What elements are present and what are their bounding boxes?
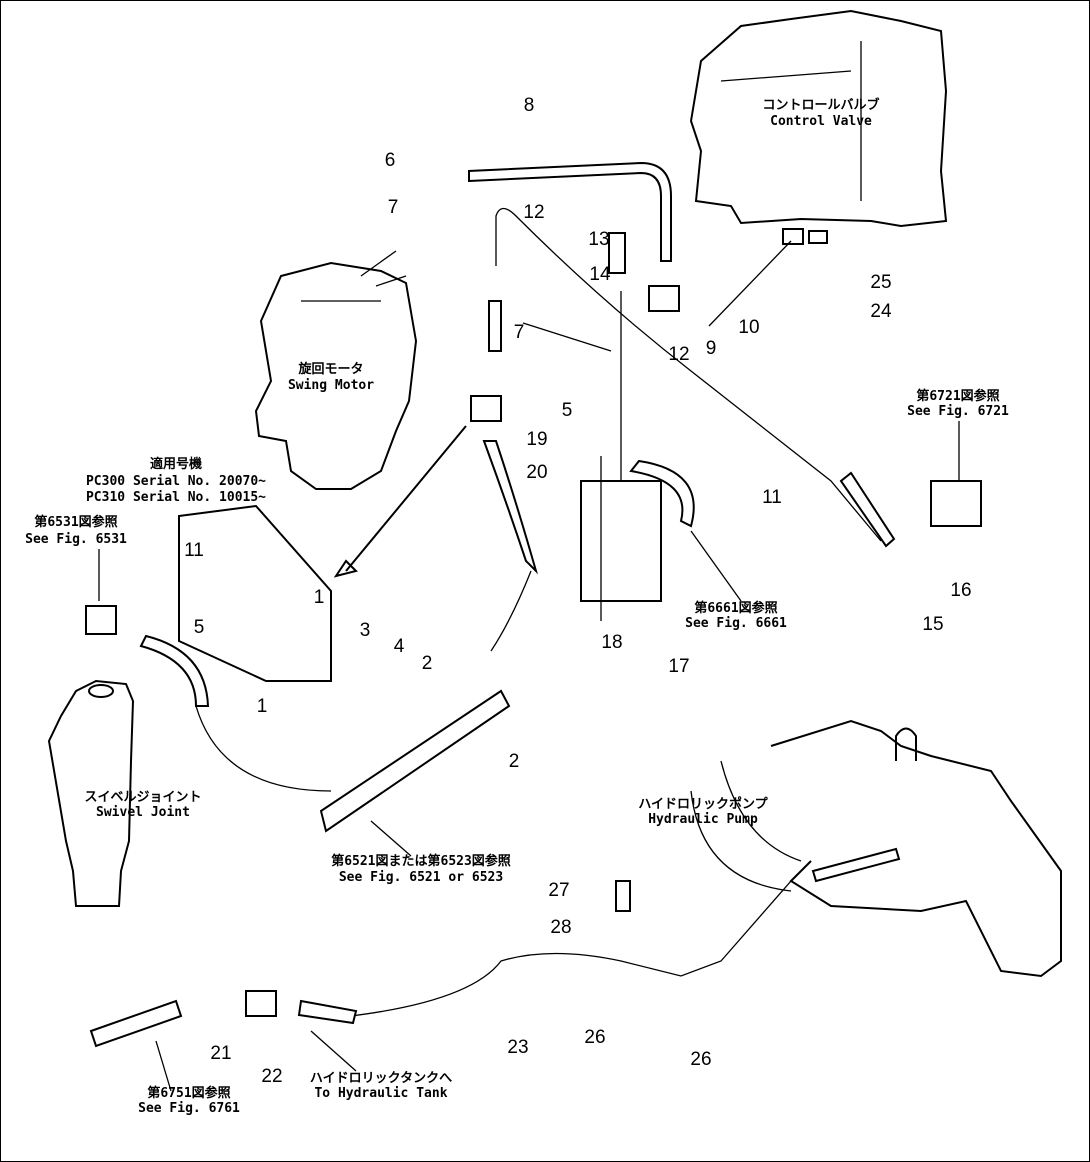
control-valve-drawing [689, 9, 948, 245]
control-valve-jp: コントロールバルブ [762, 97, 879, 113]
part-number: 1 [257, 696, 268, 717]
part-number: 17 [668, 656, 689, 677]
part-number: 4 [394, 636, 405, 657]
part-number: 8 [524, 95, 535, 116]
hydraulic-pump-label: Hydraulic Pump [648, 812, 758, 827]
part-number: 12 [668, 344, 689, 365]
swing-motor-jp: 旋回モータ [297, 361, 363, 377]
part-number: 25 [870, 272, 891, 293]
part-number: 28 [550, 917, 571, 938]
part-number: 5 [562, 400, 573, 421]
part-number: 26 [690, 1049, 711, 1070]
part-number: 27 [548, 880, 569, 901]
ref-6661: See Fig. 6661 [685, 616, 787, 631]
part-number: 11 [762, 487, 782, 508]
swing-motor-drawing [254, 250, 418, 490]
part-number: 7 [388, 197, 399, 218]
part-numbers: 8 6 7 12 13 14 25 24 10 9 7 12 5 19 20 1… [184, 95, 971, 1087]
swing-motor-label: Swing Motor [288, 378, 374, 393]
ref-6531-jp: 第6531図参照 [34, 514, 117, 530]
ref-6661-jp: 第6661図参照 [694, 600, 777, 616]
hydraulic-pump-jp: ハイドロリックポンプ [638, 796, 768, 812]
part-number: 10 [738, 317, 759, 338]
ref-6521-jp: 第6521図または第6523図参照 [331, 853, 511, 869]
ref-6721-jp: 第6721図参照 [916, 388, 999, 404]
part-number: 16 [950, 580, 971, 601]
part-number: 13 [588, 229, 609, 250]
part-number: 20 [526, 462, 547, 483]
part-number: 12 [523, 202, 544, 223]
ref-6531: See Fig. 6531 [25, 532, 127, 547]
part-number: 2 [509, 751, 520, 772]
part-number: 2 [422, 653, 433, 674]
part-number: 7 [514, 322, 525, 343]
swivel-joint-label: Swivel Joint [96, 805, 190, 820]
part-number: 9 [706, 338, 717, 359]
part-number: 14 [589, 264, 611, 285]
hoses [85, 161, 982, 1048]
part-number: 18 [601, 632, 622, 653]
part-number: 5 [194, 617, 205, 638]
ref-6521: See Fig. 6521 or 6523 [339, 870, 503, 885]
part-number: 22 [261, 1066, 282, 1087]
control-valve-label: Control Valve [770, 114, 872, 129]
part-number: 21 [210, 1043, 231, 1064]
part-number: 3 [360, 620, 371, 641]
leader-lines [98, 240, 960, 1092]
inset-arrow [333, 425, 467, 578]
part-number: 1 [314, 587, 325, 608]
part-number: 19 [526, 429, 547, 450]
applicability-line2: PC310 Serial No. 10015~ [86, 490, 266, 505]
part-number: 26 [584, 1027, 605, 1048]
inset-frame [178, 504, 332, 682]
swivel-joint-drawing [47, 679, 135, 907]
ref-6761: See Fig. 6761 [138, 1101, 240, 1116]
part-number: 6 [385, 150, 396, 171]
part-number: 23 [507, 1037, 528, 1058]
part-number: 11 [184, 540, 204, 561]
swivel-joint-jp: スイベルジョイント [84, 790, 201, 805]
applicability-title: 適用号機 [150, 456, 202, 472]
ref-6721: See Fig. 6721 [907, 404, 1009, 419]
ref-6761-jp: 第6751図参照 [147, 1085, 230, 1101]
hydraulic-pump-drawing [690, 719, 1062, 978]
part-number: 15 [922, 614, 943, 635]
tank-label: To Hydraulic Tank [314, 1086, 447, 1101]
tank-jp: ハイドロリックタンクへ [310, 1071, 452, 1086]
applicability-line1: PC300 Serial No. 20070~ [86, 474, 266, 489]
part-number: 24 [870, 301, 892, 322]
